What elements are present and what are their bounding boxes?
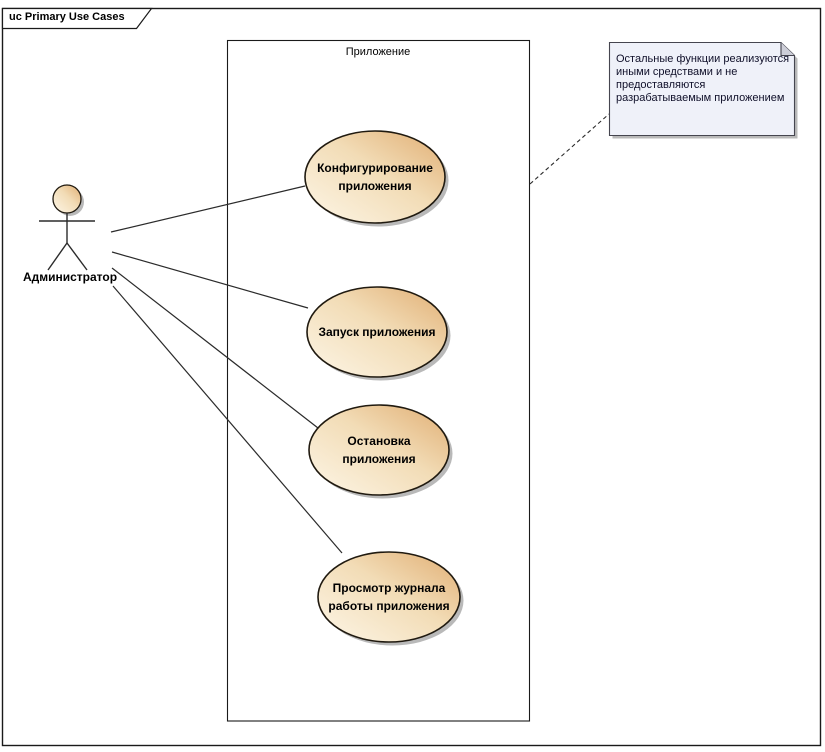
actor-right-leg <box>66 242 88 271</box>
note-link-line[interactable] <box>529 113 610 185</box>
use-case-start-application[interactable] <box>306 286 448 378</box>
use-case-stop-application[interactable] <box>308 404 450 496</box>
diagram-frame-border <box>1 7 822 747</box>
use-case-label-stop-application: Остановка приложения <box>342 434 416 466</box>
note-fold-border <box>780 42 795 57</box>
note-text-line: предоставляются <box>616 79 706 91</box>
note-text: Остальные функции реализуются иными сред… <box>616 53 796 105</box>
note-box[interactable] <box>609 42 795 136</box>
use-case-configure-application[interactable] <box>304 130 446 224</box>
system-boundary-label: Приложение <box>345 46 411 58</box>
note-border <box>608 41 796 137</box>
frame-title: uc Primary Use Cases <box>9 11 125 23</box>
association-start-application[interactable] <box>111 251 309 309</box>
use-case-label-view-application-log: Просмотр журнала работы приложения <box>328 581 450 613</box>
note-fold-corner-icon <box>781 42 795 56</box>
note-text-line: разрабатываемым приложением <box>616 92 785 104</box>
note-text-line: Остальные функции реализуются <box>616 53 790 65</box>
use-case-view-application-log[interactable] <box>317 551 461 643</box>
note-text-line: иными средствами и не <box>616 66 738 78</box>
frame-title-tab <box>1 7 153 30</box>
actor-label: Администратор <box>22 270 118 284</box>
association-view-application-log[interactable] <box>112 285 343 554</box>
association-configure-application[interactable] <box>110 185 306 233</box>
actor-head <box>52 184 82 214</box>
use-case-label-configure-application: Конфигурирование приложения <box>317 161 433 193</box>
use-case-label-start-application: Запуск приложения <box>318 325 436 339</box>
actor-administrator[interactable] <box>39 184 95 271</box>
association-stop-application[interactable] <box>111 267 319 429</box>
actor-left-leg <box>47 242 68 271</box>
